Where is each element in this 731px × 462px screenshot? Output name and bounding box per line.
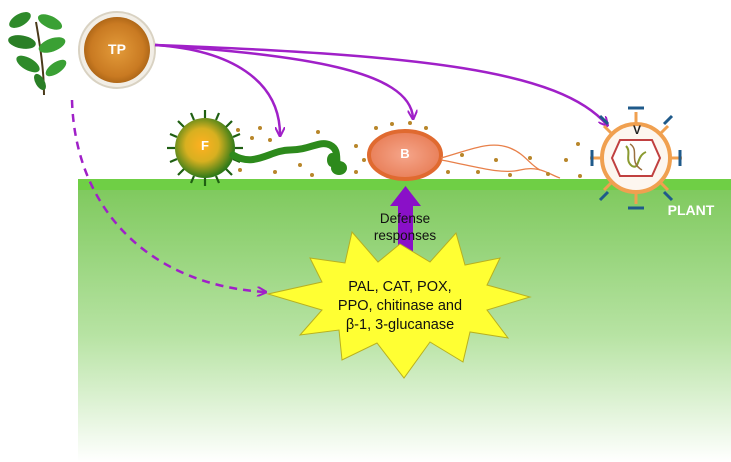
dashed-arrow-tp-to-plant [70,99,265,292]
plant-surface-band [78,179,731,190]
defense-responses-label: Defense responses [355,210,455,244]
bacteria-icon [367,129,561,181]
arrow-tp-to-bacteria [154,43,413,118]
enzymes-label: PAL, CAT, POX, PPO, chitinase and β-1, 3… [325,278,475,335]
virus-icon [590,106,682,210]
arrow-tp-to-virus [154,43,607,125]
enzymes-line-1: PAL, CAT, POX, [348,279,452,295]
defense-line-2: responses [373,228,437,243]
defense-line-1: Defense [379,211,431,226]
virus-label: V [632,123,641,137]
enzyme-burst [266,230,532,379]
enzymes-line-3: β-1, 3-glucanase [345,317,455,333]
enzymes-line-2: PPO, chitinase and [337,298,463,314]
tea-leaf-icon [8,12,67,96]
fungus-icon [167,110,347,186]
fungus-label: F [201,138,209,153]
tea-powder-dish [78,11,156,89]
bacteria-label: B [400,146,410,161]
tp-particles [236,121,582,178]
plant-label: PLANT [667,202,715,218]
tp-label: TP [108,41,126,57]
